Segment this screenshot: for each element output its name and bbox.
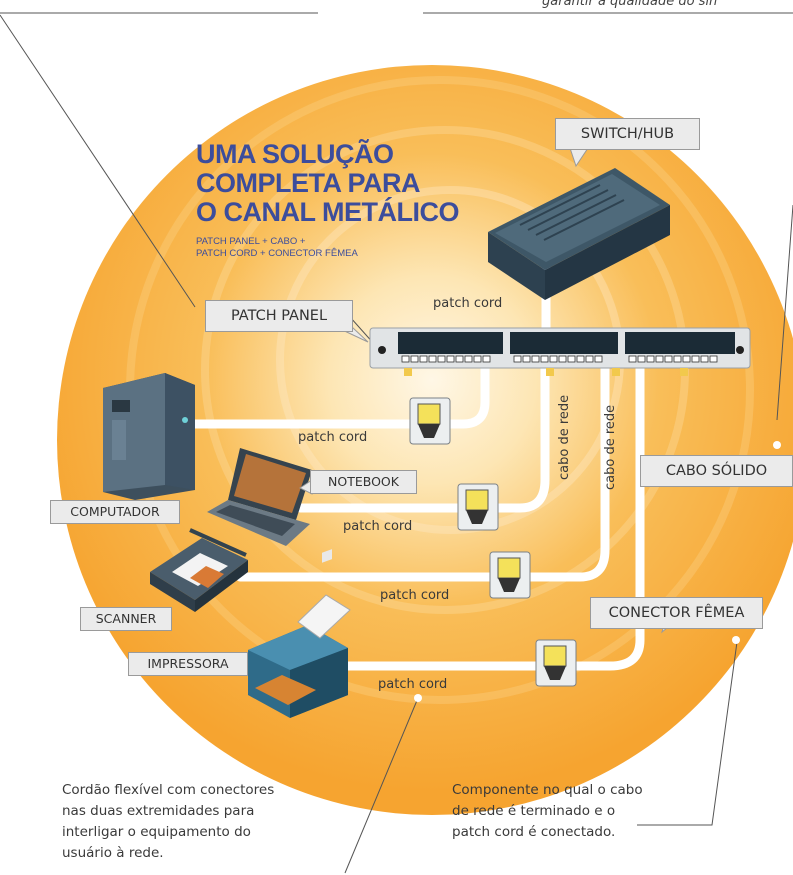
note-conector-line-2: de rede é terminado e o: [452, 803, 616, 819]
notebook-device: [207, 448, 312, 546]
leader-dot-conector: [732, 636, 740, 644]
leader-conector: [637, 641, 738, 826]
leader-lines: [0, 14, 793, 874]
wall-outlet-4: [535, 639, 577, 687]
note-conector-line-3: patch cord é conectado.: [452, 824, 616, 840]
callout-switch-hub: SWITCH/HUB: [555, 118, 700, 150]
leader-patch-cord: [344, 697, 419, 874]
callout-computador: COMPUTADOR: [50, 500, 180, 524]
printer-device: [248, 549, 351, 718]
callout-impressora: IMPRESSORA: [128, 652, 248, 676]
subtitle-line-1: PATCH PANEL + CABO +: [196, 236, 306, 247]
wall-outlet-2: [457, 483, 499, 531]
label-patch-cord-top: patch cord: [433, 296, 503, 311]
label-patch-cord-notebook: patch cord: [343, 519, 413, 534]
wall-outlet-3: [489, 551, 531, 599]
cable-computer: [185, 355, 490, 429]
title-line-3: O CANAL METÁLICO: [196, 197, 460, 227]
cable-notebook: [295, 355, 550, 513]
patch-panel-device: [369, 327, 751, 376]
callout-cabo-solido: CABO SÓLIDO: [640, 455, 793, 487]
leader-cabo-solido: [776, 204, 793, 421]
top-note: garantir a qualidade do sin: [542, 0, 718, 9]
note-patch-cord-line-2: nas duas extremidades para: [62, 803, 255, 819]
note-conector: Componente no qual o cabo de rede é term…: [452, 780, 702, 843]
computer-tower: [103, 373, 195, 500]
cable-printer: [335, 355, 645, 671]
callout-patch-panel: PATCH PANEL: [205, 300, 353, 332]
note-patch-cord-line-3: interligar o equipamento do: [62, 824, 251, 840]
callout-notebook: NOTEBOOK: [310, 470, 417, 494]
diagram-title: UMA SOLUÇÃO COMPLETA PARA O CANAL METÁLI…: [196, 140, 516, 227]
label-cabo-de-rede-1: cabo de rede: [557, 394, 572, 480]
label-patch-cord-computer: patch cord: [298, 430, 368, 445]
label-patch-cord-scanner: patch cord: [380, 588, 450, 603]
note-conector-line-1: Componente no qual o cabo: [452, 782, 643, 798]
scanner-device: [150, 528, 248, 612]
note-patch-cord-line-4: usuário à rede.: [62, 845, 164, 861]
diagram-subtitle: PATCH PANEL + CABO + PATCH CORD + CONECT…: [196, 236, 456, 260]
callout-scanner: SCANNER: [80, 607, 172, 631]
wall-outlet-1: [409, 397, 451, 445]
cable-scanner: [235, 355, 610, 582]
leader-patch-panel: [0, 14, 196, 308]
cables: [185, 260, 645, 671]
note-patch-cord-line-1: Cordão flexível com conectores: [62, 782, 275, 798]
callout-conector-femea: CONECTOR FÊMEA: [590, 597, 763, 629]
leader-dot-patch-cord: [414, 694, 422, 702]
subtitle-line-2: PATCH CORD + CONECTOR FÊMEA: [196, 248, 358, 259]
label-cabo-de-rede-2: cabo de rede: [603, 404, 618, 490]
label-patch-cord-printer: patch cord: [378, 677, 448, 692]
switch-hub-device: [488, 168, 670, 300]
title-line-2: COMPLETA PARA: [196, 168, 421, 198]
title-line-1: UMA SOLUÇÃO: [196, 139, 394, 169]
note-patch-cord: Cordão flexível com conectores nas duas …: [62, 780, 322, 864]
leader-dot-cabo-solido: [773, 441, 781, 449]
